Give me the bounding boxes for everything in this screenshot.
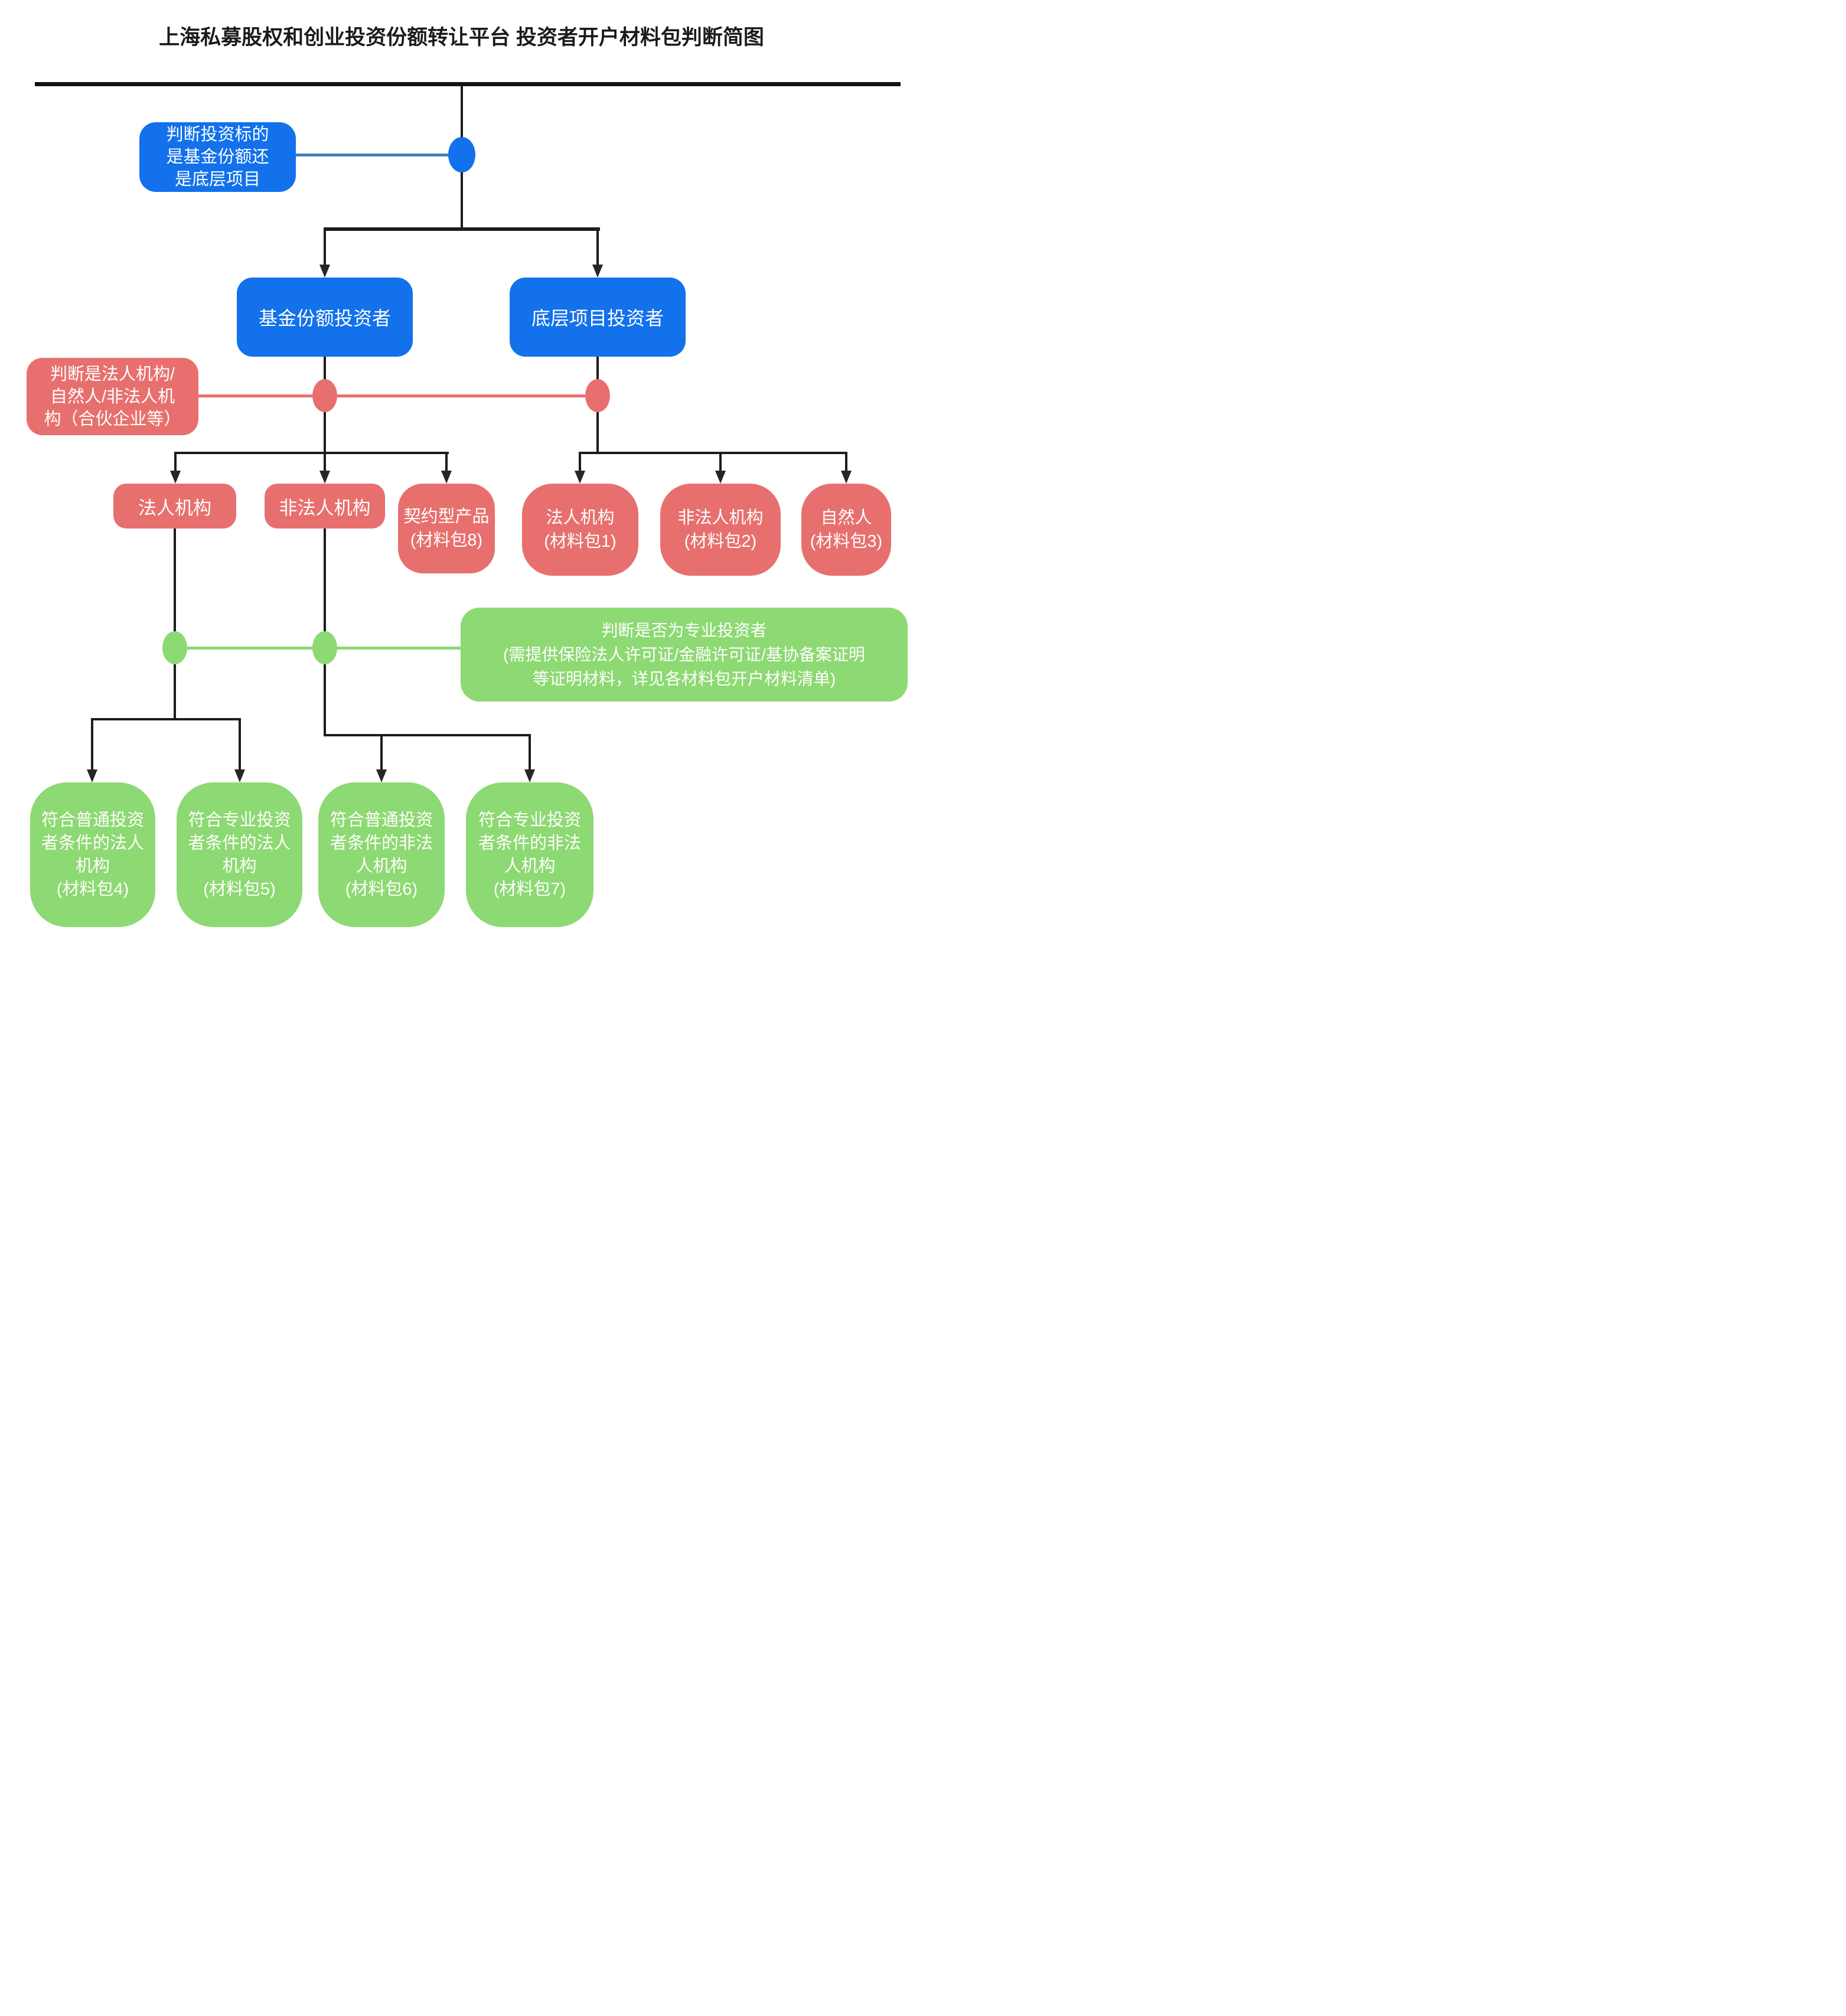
connector-drop-pack4: [91, 718, 93, 769]
connector-drop-proj-corporate: [579, 452, 581, 472]
node-text-line: 判断是否为专业投资者: [601, 621, 767, 640]
node-text-line: 非法人机构: [677, 508, 764, 527]
connector-split1: [324, 227, 600, 231]
node-text-line: 法人机构: [546, 508, 615, 527]
connector-drop-pack5: [239, 718, 241, 769]
node-question-professional-investor: 判断是否为专业投资者 (需提供保险法人许可证/金融许可证/基协备案证明 等证明材…: [461, 608, 908, 702]
node-text-line: 判断投资标的: [166, 125, 269, 144]
node-proj-non-corporate-pack2: 非法人机构 (材料包2): [660, 484, 781, 576]
node-text-line: 机构: [75, 856, 110, 876]
node-text-line: (材料包3): [810, 532, 883, 551]
node-ordinary-non-corporate-pack6: 符合普通投资 者条件的非法 人机构 (材料包6): [318, 782, 445, 927]
node-text-line: (材料包1): [544, 532, 617, 551]
connector-drop-fund-non-corporate: [324, 452, 326, 472]
page-title-line1: 上海私募股权和创业投资份额转让平台: [159, 26, 511, 49]
node-text-line: 者条件的法人: [188, 833, 291, 853]
node-natural-person-pack3: 自然人 (材料包3): [801, 484, 891, 576]
junction-dot-question3-right: [312, 631, 337, 664]
arrowhead-to-fund-corporate: [170, 471, 181, 484]
node-text-line: 者条件的非法: [330, 833, 433, 853]
node-text-line: 底层项目投资者: [531, 308, 664, 329]
arrowhead-to-pack6: [376, 769, 387, 782]
connector-drop-pack7: [529, 734, 531, 769]
node-text-line: 法人机构: [138, 497, 211, 518]
connector-split1-right-drop: [596, 231, 599, 265]
arrowhead-to-pack7: [524, 769, 535, 782]
junction-dot-question2-left: [312, 379, 337, 412]
node-text-line: 符合专业投资: [188, 810, 291, 830]
connector-drop-proj-non-corporate: [719, 452, 722, 472]
flowchart-canvas: 上海私募股权和创业投资份额转让平台 投资者开户材料包判断简图 判断投资标的 是基…: [0, 0, 923, 1008]
connector-split3-right: [324, 734, 531, 736]
arrowhead-to-proj-corporate: [575, 471, 585, 484]
node-professional-corporate-pack5: 符合专业投资 者条件的法人 机构 (材料包5): [177, 782, 302, 927]
node-text-line: 符合普通投资: [330, 810, 433, 830]
node-text-line: (材料包6): [345, 879, 418, 899]
node-text-line: 判断是法人机构/: [50, 364, 175, 384]
node-text-line: (材料包2): [684, 532, 757, 551]
node-text-line: 自然人/非法人机: [50, 387, 175, 406]
connector-question1: [296, 154, 462, 156]
node-fund-share-investor: 基金份额投资者: [237, 278, 413, 357]
node-text-line: 机构: [222, 856, 257, 876]
connector-question2: [198, 394, 600, 397]
node-professional-non-corporate-pack7: 符合专业投资 者条件的非法 人机构 (材料包7): [466, 782, 593, 927]
arrowhead-to-contract-product: [441, 471, 452, 484]
node-text-line: 基金份额投资者: [258, 308, 391, 329]
node-fund-corporate: 法人机构: [113, 484, 236, 529]
node-ordinary-corporate-pack4: 符合普通投资 者条件的法人 机构 (材料包4): [30, 782, 155, 927]
connector-split2-right: [579, 452, 847, 454]
connector-split1-left-drop: [324, 231, 326, 265]
connector-drop-pack6: [380, 734, 383, 769]
node-text-line: 者条件的非法: [478, 833, 581, 853]
node-text-line: 是底层项目: [174, 170, 260, 189]
node-fund-non-corporate: 非法人机构: [265, 484, 385, 529]
junction-dot-question3-left: [162, 631, 187, 664]
node-text-line: 契约型产品: [403, 507, 490, 526]
node-text-line: (材料包4): [56, 879, 129, 899]
connector-split2-left: [174, 452, 449, 454]
arrowhead-to-pack4: [87, 769, 97, 782]
arrowhead-to-proj-non-corporate: [715, 471, 726, 484]
title-divider: [35, 82, 901, 86]
junction-dot-question2-right: [585, 379, 610, 412]
junction-dot-question1: [448, 137, 475, 172]
arrowhead-to-pack5: [234, 769, 245, 782]
arrowhead-to-fund-non-corporate: [319, 471, 330, 484]
node-text-line: 人机构: [355, 856, 407, 876]
connector-split3-left: [91, 718, 241, 720]
node-text-line: 人机构: [504, 856, 556, 876]
node-text-line: 者条件的法人: [41, 833, 144, 853]
node-text-line: (材料包7): [493, 879, 566, 899]
node-text-line: 符合专业投资: [478, 810, 581, 830]
node-underlying-project-investor: 底层项目投资者: [510, 278, 686, 357]
node-question-target-type: 判断投资标的 是基金份额还 是底层项目: [139, 122, 296, 192]
arrowhead-to-natural-person: [841, 471, 852, 484]
node-contract-product-pack8: 契约型产品 (材料包8): [398, 484, 495, 573]
connector-drop-natural-person: [845, 452, 847, 472]
page-title-line2: 投资者开户材料包判断简图: [516, 26, 764, 49]
connector-corporate-stem: [174, 529, 176, 719]
node-text-line: 等证明材料，详见各材料包开户材料清单): [532, 670, 836, 688]
node-text-line: (材料包8): [410, 531, 483, 550]
connector-drop-contract-product: [445, 452, 448, 472]
node-text-line: (需提供保险法人许可证/金融许可证/基协备案证明: [503, 645, 865, 664]
node-text-line: 符合普通投资: [41, 810, 144, 830]
page-title: 上海私募股权和创业投资份额转让平台 投资者开户材料包判断简图: [0, 22, 923, 53]
node-text-line: 非法人机构: [279, 497, 371, 518]
node-text-line: 自然人: [820, 508, 872, 527]
node-question-entity-type: 判断是法人机构/ 自然人/非法人机 构（合伙企业等）: [27, 358, 198, 435]
connector-drop-fund-corporate: [174, 452, 177, 472]
node-text-line: 是基金份额还: [166, 148, 269, 167]
arrowhead-to-underlying: [592, 265, 603, 278]
node-text-line: 构（合伙企业等）: [44, 409, 181, 429]
node-text-line: (材料包5): [203, 879, 276, 899]
node-proj-corporate-pack1: 法人机构 (材料包1): [522, 484, 638, 576]
arrowhead-to-fund-share: [319, 265, 330, 278]
